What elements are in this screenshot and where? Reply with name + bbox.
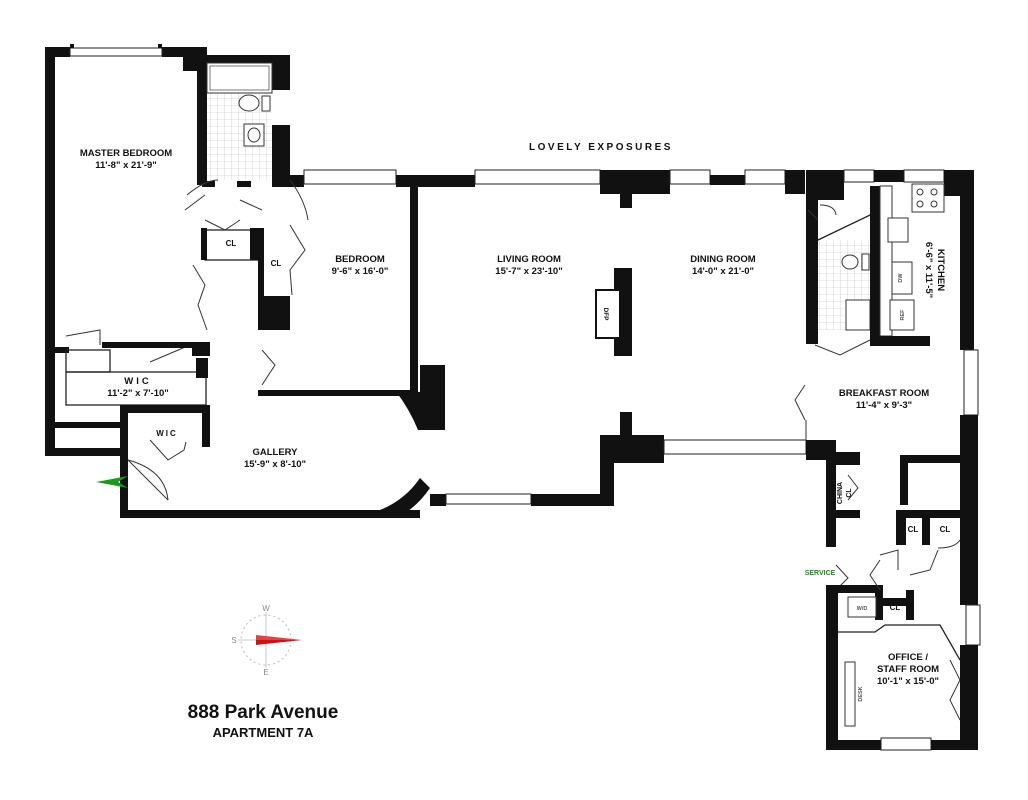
china-closet-label-2: CL <box>846 488 853 498</box>
entry-arrow-icon <box>96 476 128 488</box>
closet-label: CL <box>271 259 282 268</box>
dining-room-name: DINING ROOM <box>690 254 756 265</box>
living-room-name: LIVING ROOM <box>497 254 561 265</box>
fireplace <box>595 289 621 339</box>
address-line1: 888 Park Avenue <box>188 702 339 723</box>
closet-label: CL <box>940 525 951 534</box>
gallery-dims: 15'-9" x 8'-10" <box>244 459 306 470</box>
wic-large-dims: 11'-2" x 7'-10" <box>107 388 169 399</box>
kitchen-dims: 6'-6" x 11'-5" <box>923 242 934 298</box>
office-name-line2: STAFF ROOM <box>877 664 939 675</box>
china-closet-label: CHINA <box>837 482 844 504</box>
master-bedroom-dims: 11'-8" x 21'-9" <box>95 160 157 171</box>
compass-letter-left: S <box>231 636 236 645</box>
address-line2: APARTMENT 7A <box>213 725 314 740</box>
powder-room <box>794 186 880 421</box>
office-name-line1: OFFICE / <box>888 652 928 663</box>
walk-in-closet-small <box>120 405 210 465</box>
exposure-label: LOVELY EXPOSURES <box>529 142 673 153</box>
closet-label: CL <box>908 525 919 534</box>
entry-door <box>120 456 169 518</box>
fireplace-label: DFP <box>602 308 609 322</box>
refrigerator-label: REF <box>900 309 906 321</box>
wic-small-label: WIC <box>156 429 178 438</box>
gallery-walls <box>120 435 614 518</box>
dishwasher-label: DW <box>898 273 904 283</box>
master-window <box>69 44 163 57</box>
master-bedroom-walls <box>45 47 290 353</box>
closet-label: CL <box>890 603 901 612</box>
breakfast-room-name: BREAKFAST ROOM <box>839 388 929 399</box>
master-bathroom <box>206 62 273 180</box>
living-room-dims: 15'-7" x 23'-10" <box>495 266 562 277</box>
service-label: SERVICE <box>805 570 836 577</box>
wic-large-name: WIC <box>124 376 151 387</box>
compass-letter-top: W <box>262 604 270 613</box>
kitchen-name: KITCHEN <box>935 249 946 291</box>
gallery-name: GALLERY <box>252 447 298 458</box>
bedroom-name: BEDROOM <box>335 254 385 265</box>
breakfast-room-dims: 11'-4" x 9'-3" <box>856 400 912 411</box>
master-bedroom-name: MASTER BEDROOM <box>80 148 172 159</box>
compass-letter-bottom: E <box>263 668 268 677</box>
bedroom-walls <box>258 169 466 430</box>
closet-label: CL <box>226 239 237 248</box>
bedroom-dims: 9'-6" x 16'-0" <box>332 266 389 277</box>
office-dims: 10'-1" x 15'-0" <box>877 676 939 687</box>
dining-room-dims: 14'-0" x 21'-0" <box>692 266 754 277</box>
service-wing-walls <box>826 452 981 751</box>
master-closet <box>184 179 263 331</box>
washer-dryer-label: W/D <box>857 606 868 612</box>
walk-in-closet-large <box>45 329 210 456</box>
desk-label: DESK <box>858 686 864 701</box>
kitchen-fixtures <box>807 183 945 346</box>
compass-icon: W S E <box>231 604 302 677</box>
living-dining-walls <box>440 169 979 505</box>
